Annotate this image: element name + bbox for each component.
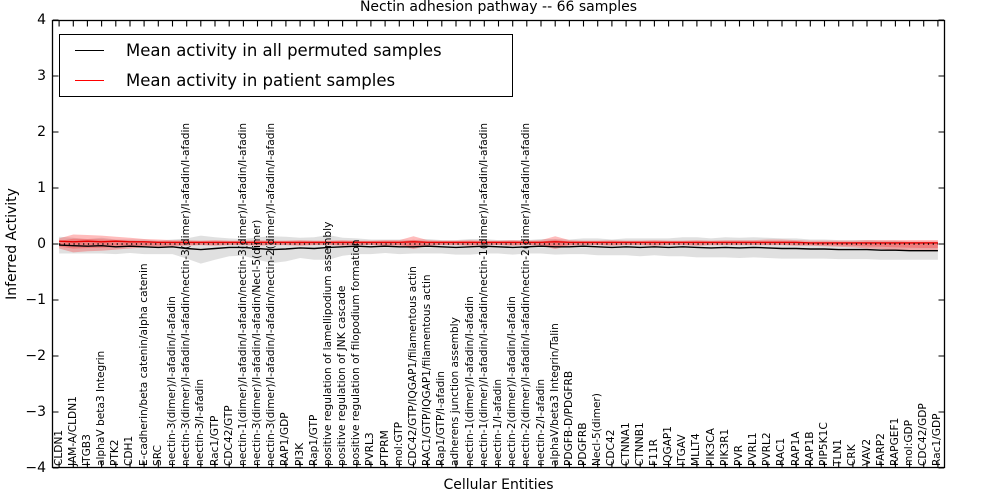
x-tick-label: Necl-5(dimer): [591, 393, 604, 466]
y-tick-label: −2: [25, 348, 46, 364]
y-tick-label: 4: [37, 12, 46, 28]
axis-ticks: [53, 19, 944, 469]
x-tick-label: nectin-1(dimer)/I-afadin/I-afadin/nectin…: [236, 122, 249, 466]
x-tick-label: positive regulation of JNK cascade: [336, 285, 349, 466]
mean-line-0: [59, 244, 938, 252]
y-tick-label: −1: [25, 292, 46, 308]
x-tick-label: Rap1/GTP/I-afadin: [435, 371, 448, 466]
x-tick-label: CDC42/GDP: [917, 403, 930, 466]
x-tick-label: nectin-1(dimer)/I-afadin/I-afadin/nectin…: [477, 122, 490, 466]
x-tick-label: PIP5K1C: [818, 422, 831, 466]
x-tick-label: Rac1/GTP: [208, 415, 221, 466]
x-tick-label: CRK: [846, 444, 859, 466]
x-tick-label: nectin-2(dimer)/I-afadin/I-afadin: [506, 296, 519, 466]
y-tick-label: 2: [37, 124, 46, 140]
x-tick-label: positive regulation of filopodium format…: [350, 239, 363, 466]
y-tick-label: 1: [37, 180, 46, 196]
x-tick-label: PVRL1: [747, 432, 760, 466]
x-tick-label: SRC: [151, 445, 164, 466]
x-tick-label: CDC42: [605, 429, 618, 466]
x-tick-label: nectin-1(dimer)/I-afadin/I-afadin: [463, 296, 476, 466]
x-tick-label: IQGAP1: [662, 425, 675, 466]
mean-line-1: [59, 240, 938, 244]
x-tick-label: ITGAV: [676, 434, 689, 466]
x-tick-label: nectin-3(dimer)/I-afadin/I-afadin/nectin…: [265, 122, 278, 466]
x-tick-label: Rac1/GDP: [931, 413, 944, 466]
x-tick-label: CTNNA1: [619, 422, 632, 466]
x-tick-label: PI3K: [293, 442, 306, 466]
legend-label-patient: Mean activity in patient samples: [126, 70, 396, 90]
y-tick-label: 0: [37, 236, 46, 252]
chart-title: Nectin adhesion pathway -- 66 samples: [359, 0, 638, 15]
y-tick-label: −3: [25, 404, 46, 420]
x-axis-title: Cellular Entities: [443, 477, 554, 493]
x-tick-label: PVRL3: [364, 432, 377, 466]
y-tick-label: 3: [37, 68, 46, 84]
x-tick-label: PDGFRB: [577, 422, 590, 466]
legend-entry-permuted: Mean activity in all permuted samples: [60, 37, 512, 64]
x-tick-label: PVR: [732, 445, 745, 466]
x-tick-label: mol:GDP: [903, 419, 916, 466]
x-tick-label: RAC1/GTP/IQGAP1/filamentous actin: [421, 274, 434, 466]
x-tick-label: PIK3CA: [704, 428, 717, 466]
x-tick-label: nectin-3(dimer)/I-afadin/I-afadin/nectin…: [180, 122, 193, 466]
x-tick-label: adherens junction assembly: [449, 317, 462, 466]
x-tick-label: TLN1: [832, 438, 845, 466]
legend-line-black: [75, 50, 104, 52]
x-tick-label: CDH1: [123, 435, 136, 466]
band-inner-1: [59, 238, 938, 249]
x-tick-label: ITGB3: [80, 434, 93, 466]
x-tick-label: PTK2: [109, 439, 122, 466]
x-tick-label: CDC42/GTP/IQGAP1/filamentous actin: [406, 266, 419, 466]
x-tick-label: PVRL2: [761, 432, 774, 466]
x-tick-label: CTNNB1: [633, 422, 646, 466]
x-tick-label: MLLT4: [690, 433, 703, 466]
x-tick-label: JAM-A/CLDN1: [66, 396, 79, 466]
y-tick-label: −4: [25, 460, 46, 476]
x-tick-label: FARP2: [874, 433, 887, 466]
x-tick-label: PIK3R1: [718, 428, 731, 466]
x-tick-label: alphaV beta3 Integrin: [95, 350, 108, 466]
x-tick-label: nectin-1/I-afadin: [492, 378, 504, 466]
x-tick-label: RAP1A: [789, 431, 802, 466]
x-tick-label: PTPRM: [378, 430, 391, 466]
x-tick-label: nectin-3(dimer)/I-afadin/I-afadin/Necl-5…: [251, 219, 264, 466]
x-tick-label: nectin-2(dimer)/I-afadin/I-afadin/nectin…: [520, 122, 533, 466]
x-tick-label: RAP1B: [803, 431, 816, 466]
x-tick-label: nectin-3(dimer)/I-afadin/I-afadin: [165, 296, 178, 466]
x-tick-label: nectin-2/I-afadin: [534, 378, 547, 466]
x-tick-label: positive regulation of lamellipodium ass…: [321, 221, 334, 466]
band-1: [59, 234, 938, 253]
x-tick-label: CDC42/GTP: [222, 405, 235, 466]
legend: Mean activity in all permuted samples Me…: [59, 34, 513, 97]
x-tick-label: RAP1/GDP: [279, 412, 292, 466]
x-tick-label: RAC1: [775, 437, 788, 466]
legend-line-red: [75, 79, 104, 81]
x-tick-label: alphaV/beta3 Integrin/Talin: [548, 323, 561, 466]
x-tick-label: RAPGEF1: [888, 417, 901, 466]
x-tick-label: PDGFB-D/PDGFRB: [562, 370, 575, 466]
x-tick-label: E-cadherin/beta catenin/alpha catenin: [137, 263, 150, 466]
x-tick-label: VAV2: [860, 438, 873, 466]
x-tick-label: nectin-3/I-afadin: [194, 378, 207, 466]
legend-label-permuted: Mean activity in all permuted samples: [126, 41, 442, 61]
x-tick-label: F11R: [647, 439, 660, 466]
plot-frame: [51, 19, 946, 469]
legend-entry-patient: Mean activity in patient samples: [60, 67, 512, 94]
x-tick-label: CLDN1: [52, 429, 65, 466]
x-tick-label: mol:GTP: [392, 421, 405, 466]
x-tick-label: Rap1/GTP: [307, 414, 320, 466]
